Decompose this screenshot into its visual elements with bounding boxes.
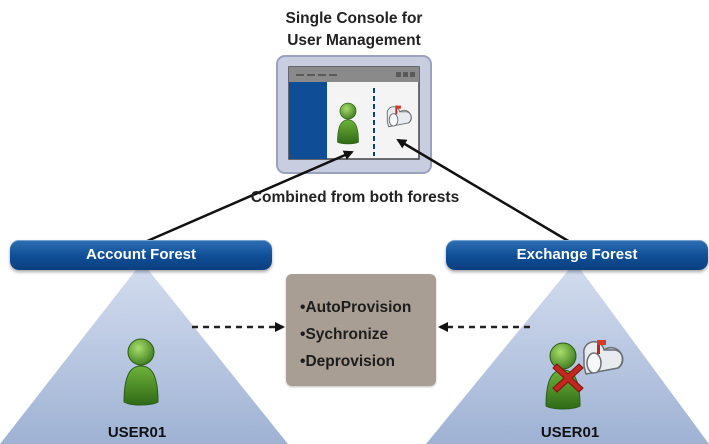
- actions-box: AutoProvision Sychronize Deprovision: [286, 274, 436, 386]
- action-synchronize: Sychronize: [300, 321, 436, 348]
- action-autoprovision: AutoProvision: [300, 294, 436, 321]
- diagram-title: Single Console for User Management: [254, 8, 454, 52]
- console-window: [276, 55, 432, 174]
- title-line-1: Single Console for: [285, 10, 423, 27]
- account-user-label: USER01: [107, 424, 167, 441]
- actions-list: AutoProvision Sychronize Deprovision: [286, 274, 436, 375]
- title-line-2: User Management: [287, 32, 421, 49]
- user-icon: [123, 338, 159, 406]
- arrow-exchange-to-console: [396, 138, 571, 244]
- exchange-user-label: USER01: [540, 424, 600, 441]
- combined-caption: Combined from both forests: [250, 189, 460, 206]
- account-forest-banner: Account Forest: [10, 240, 272, 270]
- exchange-forest-banner: Exchange Forest: [446, 240, 708, 270]
- arrow-account-to-console: [144, 150, 354, 244]
- x-mark-icon: [552, 363, 584, 393]
- action-deprovision: Deprovision: [300, 348, 436, 375]
